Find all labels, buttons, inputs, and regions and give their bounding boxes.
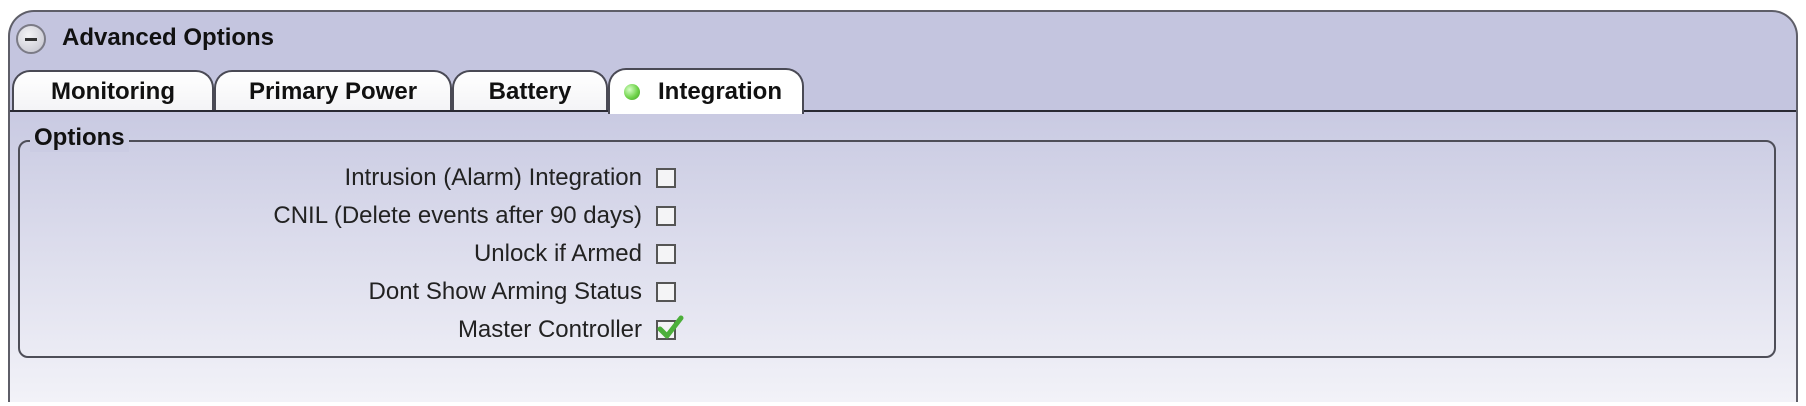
dont-show-arming-status-checkbox[interactable] bbox=[656, 282, 676, 302]
option-label: Dont Show Arming Status bbox=[368, 278, 642, 305]
option-label: Master Controller bbox=[457, 316, 642, 343]
option-dont-show-arming-status: Dont Show Arming Status bbox=[20, 276, 680, 310]
checkmark-icon bbox=[657, 315, 684, 339]
tab-strip: Monitoring Primary Power Battery Integra… bbox=[12, 66, 1796, 114]
tab-label: Primary Power bbox=[248, 78, 418, 105]
collapse-button[interactable] bbox=[16, 24, 46, 54]
tab-divider bbox=[10, 110, 1796, 112]
status-led-icon bbox=[624, 84, 640, 100]
option-intrusion-integration: Intrusion (Alarm) Integration bbox=[20, 162, 680, 196]
panel-title: Advanced Options bbox=[62, 24, 275, 51]
tab-battery[interactable]: Battery bbox=[452, 70, 608, 112]
cnil-checkbox[interactable] bbox=[656, 206, 676, 226]
panel-header: Advanced Options bbox=[10, 12, 1796, 64]
minus-icon bbox=[25, 38, 37, 41]
tab-monitoring[interactable]: Monitoring bbox=[12, 70, 214, 112]
option-master-controller: Master Controller bbox=[20, 314, 684, 348]
option-label: CNIL (Delete events after 90 days) bbox=[273, 202, 642, 229]
groupbox-title: Options bbox=[30, 124, 129, 152]
option-unlock-if-armed: Unlock if Armed bbox=[20, 238, 680, 272]
tab-label: Monitoring bbox=[51, 78, 175, 105]
option-cnil: CNIL (Delete events after 90 days) bbox=[20, 200, 680, 234]
options-groupbox: Options Intrusion (Alarm) Integration CN… bbox=[18, 124, 1776, 358]
option-label: Unlock if Armed bbox=[473, 240, 642, 267]
master-controller-checkbox[interactable] bbox=[656, 315, 684, 340]
advanced-options-panel: Advanced Options Monitoring Primary Powe… bbox=[8, 10, 1798, 402]
tab-integration[interactable]: Integration bbox=[608, 68, 804, 114]
intrusion-integration-checkbox[interactable] bbox=[656, 168, 676, 188]
tab-primary-power[interactable]: Primary Power bbox=[214, 70, 452, 112]
tab-content: Options Intrusion (Alarm) Integration CN… bbox=[10, 112, 1796, 402]
tab-label: Integration bbox=[658, 78, 782, 105]
unlock-if-armed-checkbox[interactable] bbox=[656, 244, 676, 264]
tab-label: Battery bbox=[488, 78, 572, 105]
option-label: Intrusion (Alarm) Integration bbox=[344, 164, 642, 191]
